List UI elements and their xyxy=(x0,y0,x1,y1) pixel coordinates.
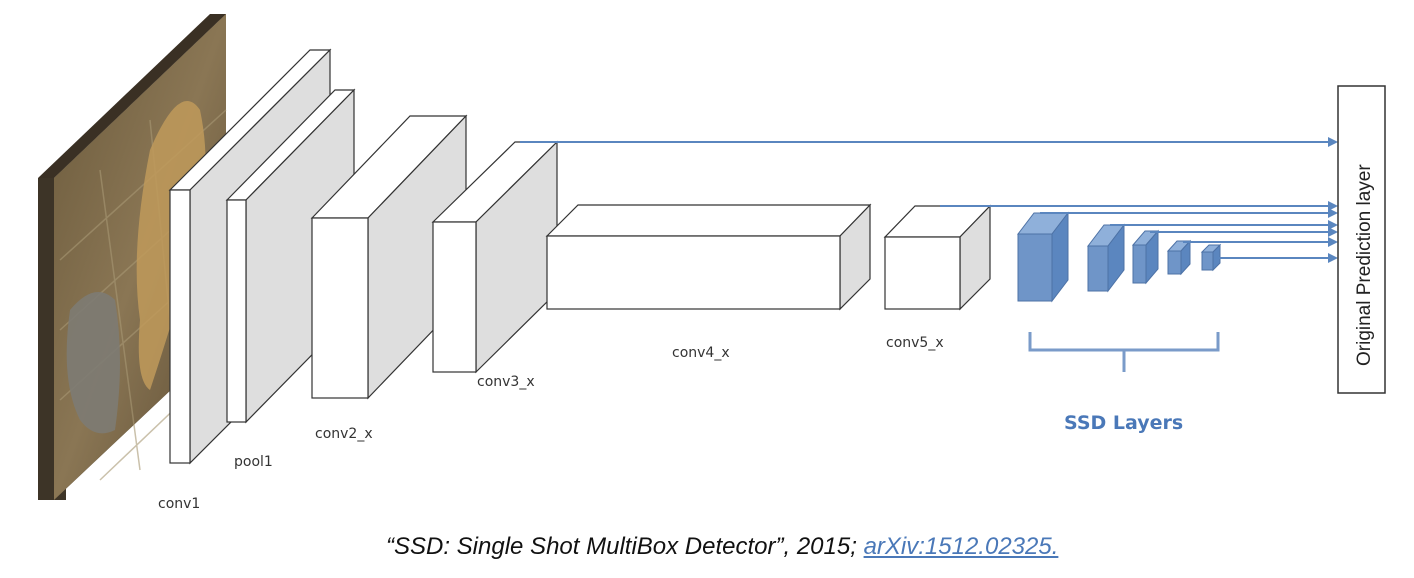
ssd-bracket xyxy=(1028,332,1220,372)
ssd-layer-4 xyxy=(1166,239,1192,276)
conv5-block xyxy=(883,204,992,311)
conv3-label: conv3_x xyxy=(477,374,535,390)
conv1-label: conv1 xyxy=(158,496,200,512)
prediction-layer-box xyxy=(1337,85,1386,394)
ssd-layer-3 xyxy=(1131,229,1160,285)
conv5-label: conv5_x xyxy=(886,335,944,351)
prediction-layer-label: Original Prediction layer xyxy=(1354,164,1375,366)
conv2-label: conv2_x xyxy=(315,426,373,442)
conv3-block xyxy=(431,140,559,374)
ssd-layers-label: SSD Layers xyxy=(1064,412,1183,434)
ssd-layer-2 xyxy=(1086,223,1126,293)
caption: “SSD: Single Shot MultiBox Detector”, 20… xyxy=(386,533,1058,561)
feature-arrows xyxy=(520,137,1338,263)
conv4-label: conv4_x xyxy=(672,345,730,361)
caption-text: “SSD: Single Shot MultiBox Detector”, 20… xyxy=(386,533,864,560)
conv2-block xyxy=(310,114,468,400)
conv4-block xyxy=(545,203,872,311)
arxiv-link[interactable]: arXiv:1512.02325. xyxy=(863,533,1059,560)
ssd-layer-1 xyxy=(1016,211,1070,303)
pool1-label: pool1 xyxy=(234,454,273,470)
